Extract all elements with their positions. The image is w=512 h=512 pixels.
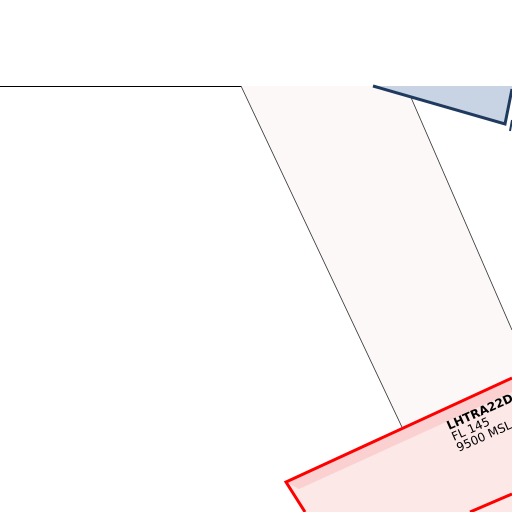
- airspace-lhtra22d-inner-border: [469, 492, 512, 512]
- corridor-east-edge: [405, 85, 512, 331]
- restricted-area-outline: [372, 84, 512, 126]
- airspace-lhtra22d-inner-band: [286, 378, 512, 489]
- airspace-lhtra22d-border[interactable]: [283, 376, 512, 512]
- airway-corridor[interactable]: [241, 86, 512, 512]
